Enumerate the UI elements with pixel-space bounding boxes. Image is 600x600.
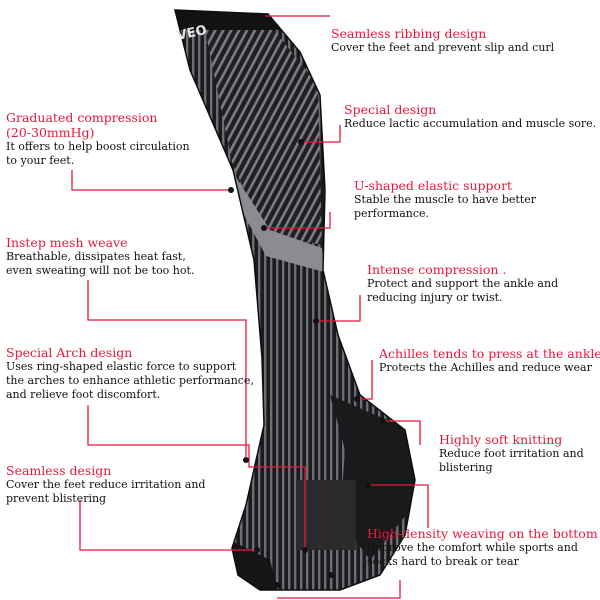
feature-arch-design: Special Arch design Uses ring-shaped ela… xyxy=(6,345,254,402)
feature-title: U-shaped elastic support xyxy=(354,178,513,193)
feature-title: Graduated compression(20-30mmHg) xyxy=(6,110,158,140)
feature-title: Instep mesh weave xyxy=(6,235,128,250)
feature-title: Seamless design xyxy=(6,463,112,478)
feature-title: Achilles tends to press at the ankle xyxy=(379,346,600,361)
feature-instep-mesh: Instep mesh weave Breathable, dissipates… xyxy=(6,235,194,278)
u-shaped-support-band xyxy=(225,160,324,272)
feature-title: Special design xyxy=(344,102,437,117)
feature-seamless-ribbing: Seamless ribbing design Cover the feet a… xyxy=(331,26,554,55)
callout-dots xyxy=(228,13,386,588)
feature-graduated-compression: Graduated compression(20-30mmHg) It offe… xyxy=(6,110,190,168)
brand-logo: VEO xyxy=(176,23,208,44)
feature-achilles: Achilles tends to press at the ankle Pro… xyxy=(379,346,600,375)
leader-lines xyxy=(71,15,429,599)
feature-description: Breathable, dissipates heat fast,even sw… xyxy=(6,250,195,277)
feature-title: Special Arch design xyxy=(6,345,133,360)
feature-u-shaped-support: U-shaped elastic support Stable the musc… xyxy=(354,178,536,221)
feature-title: Seamless ribbing design xyxy=(331,26,487,41)
feature-description: Uses ring-shaped elastic force to suppor… xyxy=(6,360,254,401)
feature-high-density: High-density weaving on the bottom Impro… xyxy=(367,526,598,569)
feature-description: Protects the Achilles and reduce wear xyxy=(379,361,592,374)
feature-description: Cover the feet and prevent slip and curl xyxy=(331,41,555,54)
feature-title: Intense compression . xyxy=(367,262,507,277)
feature-title: High-density weaving on the bottom xyxy=(367,526,598,541)
feature-soft-knitting: Highly soft knitting Reduce foot irritat… xyxy=(439,432,584,475)
feature-title: Highly soft knitting xyxy=(439,432,563,447)
feature-special-design: Special design Reduce lactic accumulatio… xyxy=(344,102,596,131)
feature-intense-compression: Intense compression . Protect and suppor… xyxy=(367,262,558,305)
feature-seamless-design: Seamless design Cover the feet reduce ir… xyxy=(6,463,205,506)
feature-description: Reduce lactic accumulation and muscle so… xyxy=(344,117,597,130)
